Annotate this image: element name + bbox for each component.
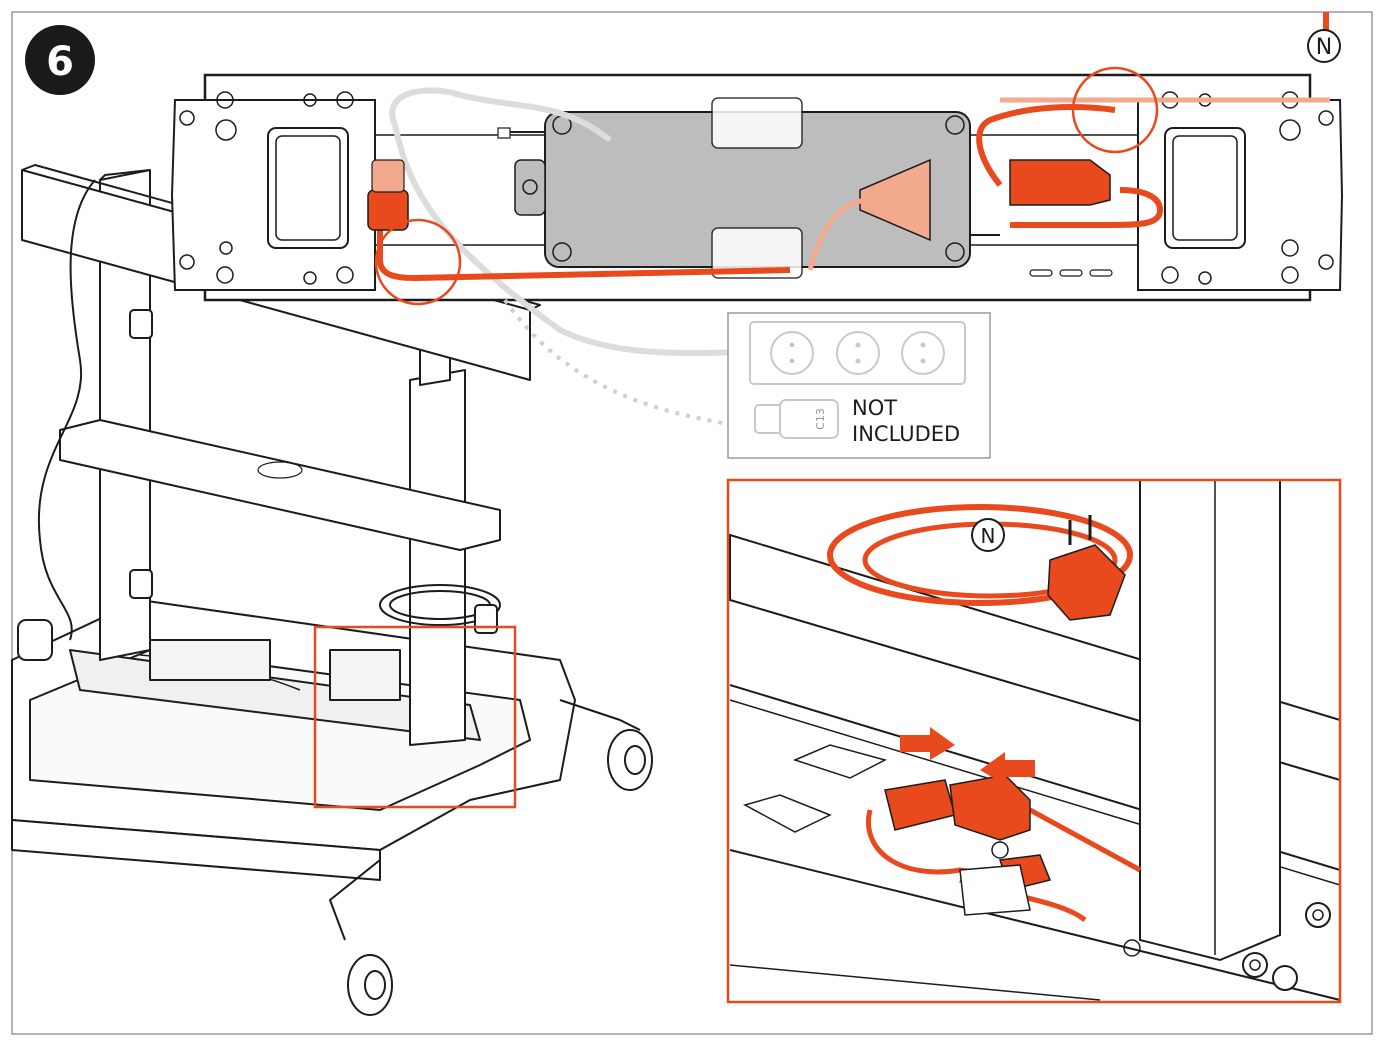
detail-inset: N xyxy=(728,479,1341,1002)
note-line-2: INCLUDED xyxy=(852,422,960,446)
neutral-marker-top: N xyxy=(1307,12,1341,63)
plug-head-coiled xyxy=(1047,544,1126,621)
page-frame xyxy=(11,11,1373,1035)
connector-label: C13 xyxy=(814,408,827,430)
note-line-1: NOT xyxy=(852,396,897,420)
cart-illustration xyxy=(11,164,653,1016)
detail-inset-frame xyxy=(726,478,1342,1004)
c13-plug-icon: C13 xyxy=(754,399,839,439)
marker-n-top: N xyxy=(1316,35,1332,60)
mounting-plate-panel xyxy=(170,66,1344,427)
arrow-right-icon xyxy=(900,727,955,760)
marker-n-inset: N xyxy=(981,524,996,548)
not-included-box: C13 NOT INCLUDED xyxy=(727,312,991,459)
power-strip-icon xyxy=(749,321,966,385)
upright-column xyxy=(1139,479,1281,962)
step-badge: 6 xyxy=(25,25,95,95)
cart-callout-box xyxy=(313,625,517,809)
callout-circle-right xyxy=(1071,66,1159,154)
arrow-left-icon xyxy=(980,752,1035,785)
callout-circle-left xyxy=(374,218,462,306)
step-number: 6 xyxy=(46,39,74,85)
